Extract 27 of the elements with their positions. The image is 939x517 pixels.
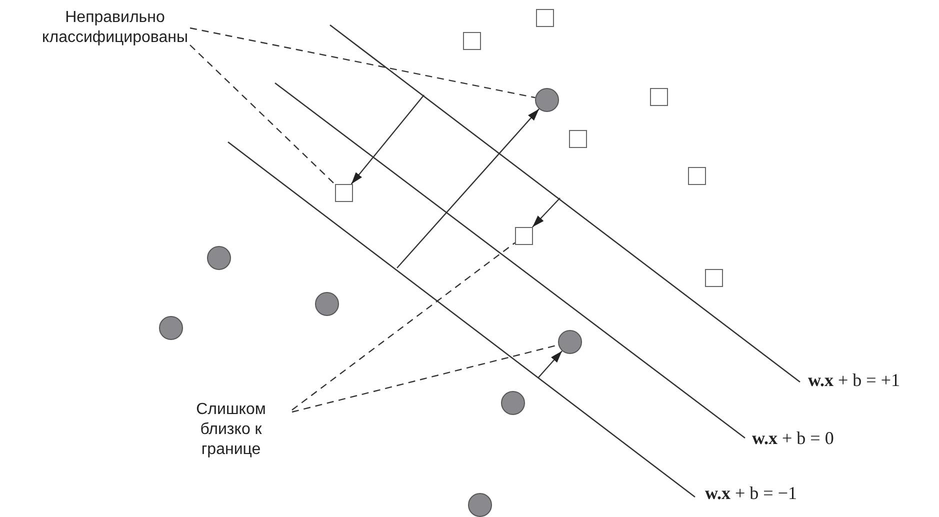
square-data-point bbox=[650, 88, 668, 106]
leader-line bbox=[190, 44, 336, 185]
equation-label: w.x + b = 0 bbox=[752, 428, 834, 449]
square-data-point bbox=[335, 184, 353, 202]
leader-line bbox=[190, 27, 536, 98]
circle-data-point bbox=[207, 246, 231, 270]
arrow bbox=[538, 350, 562, 378]
square-data-point bbox=[705, 269, 723, 287]
circle-data-point bbox=[535, 88, 559, 112]
arrow bbox=[350, 94, 424, 184]
circle-data-point bbox=[558, 330, 582, 354]
circle-data-point bbox=[501, 391, 525, 415]
equation-label: w.x + b = −1 bbox=[705, 483, 797, 504]
square-data-point bbox=[536, 9, 554, 27]
arrow bbox=[396, 108, 540, 268]
circle-data-point bbox=[159, 316, 183, 340]
square-data-point bbox=[569, 130, 587, 148]
square-data-point bbox=[515, 227, 533, 245]
circle-data-point bbox=[468, 493, 492, 517]
circle-data-point bbox=[315, 292, 339, 316]
callout-label: Слишком близко к границе bbox=[170, 400, 292, 460]
leader-line bbox=[292, 242, 516, 410]
equation-label: w.x + b = +1 bbox=[808, 370, 900, 391]
square-data-point bbox=[688, 167, 706, 185]
square-data-point bbox=[463, 32, 481, 50]
arrow bbox=[532, 198, 560, 228]
callout-label: Неправильно классифицированы bbox=[40, 8, 190, 48]
